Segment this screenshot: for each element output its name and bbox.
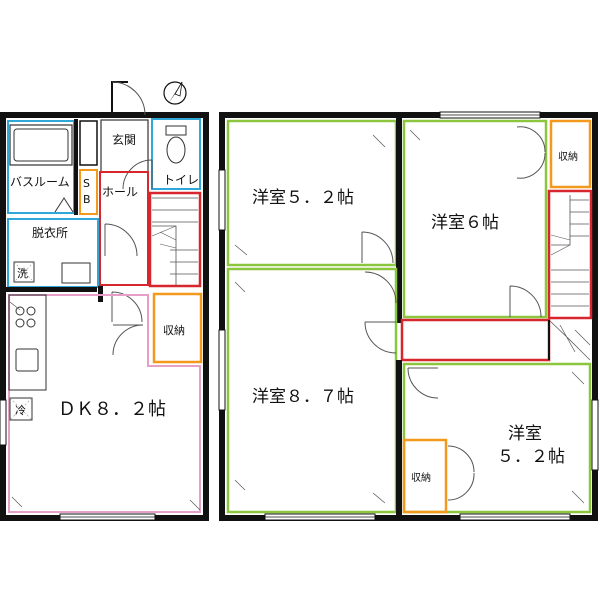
room-6-door xyxy=(509,285,542,318)
western-room-6 xyxy=(402,119,548,319)
dressing-door xyxy=(104,223,138,257)
room-52-br-storage-label: 収納 xyxy=(411,471,431,484)
corridor xyxy=(400,318,551,362)
fridge-label: 冷 xyxy=(15,404,26,417)
second-floor-outline xyxy=(219,112,598,521)
entrance-label: 玄関 xyxy=(112,132,136,147)
bath-door xyxy=(54,197,74,213)
first-floor: バスルーム S B 玄関 トイレ xyxy=(0,81,209,521)
stove-burner-icon xyxy=(15,306,36,328)
room-6-storage xyxy=(549,119,592,189)
western-room-52-br-label-1: 洋室 xyxy=(508,424,542,444)
windows-2f xyxy=(218,111,599,521)
dk-room xyxy=(8,294,201,513)
washer-label: 洗 xyxy=(17,267,28,280)
bathtub-icon xyxy=(9,124,73,166)
storage-br-doors xyxy=(447,445,475,501)
washbasin-icon xyxy=(61,262,91,284)
dk-door xyxy=(111,291,143,323)
wall-segment xyxy=(74,119,78,215)
toilet-icon xyxy=(165,125,187,164)
staircase-1f xyxy=(148,191,202,288)
compass-north-icon xyxy=(163,81,187,105)
bathroom-room xyxy=(7,120,75,214)
fridge-icon xyxy=(9,397,33,421)
kitchen-counter xyxy=(8,294,47,391)
western-room-6-label: 洋室６帖 xyxy=(431,213,499,233)
room-87-door-top xyxy=(364,271,397,304)
sb-label-s: S xyxy=(83,177,90,190)
corner-mark xyxy=(9,301,201,511)
western-room-52-br xyxy=(402,362,592,514)
corner-mark xyxy=(234,134,386,256)
dk-storage-label: 収納 xyxy=(163,324,185,337)
sb-label-b: B xyxy=(83,193,91,206)
corner-mark xyxy=(409,129,421,141)
wall-segment xyxy=(396,360,402,516)
room-6-storage-label: 収納 xyxy=(558,150,578,163)
room-6-closet-doors xyxy=(516,126,546,179)
room-52-door xyxy=(361,231,394,264)
corner-mark xyxy=(571,371,585,504)
upper-closet xyxy=(79,120,98,166)
dk-label: ＤＫ８．２帖 xyxy=(58,399,166,420)
dk-door-2 xyxy=(112,324,144,356)
toilet-room xyxy=(151,118,201,190)
corner-mark xyxy=(234,281,386,504)
western-room-52-br-label-2: ５．２帖 xyxy=(497,447,565,467)
washer-icon xyxy=(13,261,35,283)
wall-segment xyxy=(396,117,402,323)
room-52-br-storage xyxy=(402,438,448,514)
western-room-52-top-label: 洋室５．２帖 xyxy=(252,188,354,208)
wall-segment xyxy=(3,287,97,292)
sb-closet xyxy=(79,169,98,215)
entrance-door xyxy=(111,81,146,116)
room-87-door xyxy=(364,321,397,354)
western-room-87-label: 洋室８．７帖 xyxy=(252,387,354,407)
sink-icon xyxy=(15,348,39,372)
toilet-label: トイレ xyxy=(163,173,199,187)
bathroom-label: バスルーム xyxy=(10,175,70,189)
dk-side-window xyxy=(0,399,7,446)
dressing-label: 脱衣所 xyxy=(32,225,68,240)
dk-window xyxy=(59,513,156,521)
dk-storage xyxy=(152,292,203,364)
second-floor: 洋室５．２帖 洋室６帖 収納 洋室８．７帖 xyxy=(218,111,599,521)
hall-label: ホール xyxy=(102,185,138,199)
room-52-br-door xyxy=(407,367,439,399)
toilet-door xyxy=(122,159,153,190)
hall-area xyxy=(99,171,149,286)
staircase-2f xyxy=(547,189,593,361)
